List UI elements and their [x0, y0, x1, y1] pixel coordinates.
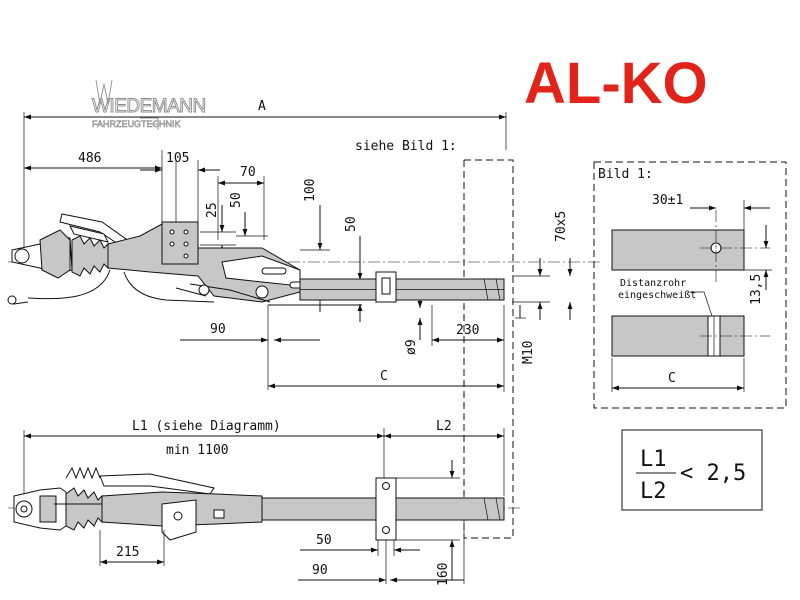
dimension-m10-label: M10 [521, 341, 536, 364]
dimension-70x5: 70x5 [512, 211, 573, 320]
dimension-160-label: 160 [436, 563, 451, 586]
formula-denominator: L2 [640, 479, 667, 504]
dimension-70: 70 [217, 165, 265, 240]
dimension-90-top: 90 [180, 305, 320, 390]
dimension-160: 160 [396, 460, 460, 586]
detail-dimension-c: C [668, 371, 676, 386]
dimension-c-top-label: C [380, 369, 388, 384]
dimension-90-top-label: 90 [210, 322, 226, 337]
dimension-50-mid-label: 50 [344, 216, 359, 232]
dimension-a: A [23, 99, 507, 262]
dimension-a-label: A [258, 99, 266, 114]
see-picture-label: siehe Bild 1: [355, 139, 457, 154]
dimension-50-mid: 50 [344, 216, 378, 322]
detail-picture-1: Bild 1: 30±1 13,5 Distanzrohr eingeschwe… [593, 161, 787, 409]
dimension-215: 215 [99, 530, 165, 566]
dimension-100-label: 100 [303, 179, 318, 202]
dimension-c-top: C [268, 346, 505, 392]
dimension-230-label: 230 [456, 323, 479, 338]
dimension-m10: M10 [515, 305, 536, 364]
dimension-l1: L1 (siehe Diagramm) min 1100 L2 [23, 419, 505, 500]
wiedemann-logo-subtext: FAHRZEUGTECHNIK [92, 119, 181, 129]
dimension-70x5-label: 70x5 [554, 211, 569, 242]
dimension-50-bottom-label: 50 [316, 533, 332, 548]
coupling-top-view [7, 159, 600, 539]
detail-note-line1: Distanzrohr [620, 278, 686, 289]
wiedemann-logo-text: WIEDEMANN [92, 96, 206, 117]
wiedemann-logo: WIEDEMANN FAHRZEUGTECHNIK [92, 79, 207, 130]
dimension-486-label: 486 [78, 151, 101, 166]
dimension-phi9-label: ø9 [404, 339, 419, 355]
coupling-bottom-view [8, 466, 520, 541]
detail-note-line2: eingeschweißt [618, 290, 696, 301]
dimension-230: 230 [431, 305, 505, 346]
ratio-formula: L1 L2 < 2,5 [621, 429, 763, 511]
dimension-min-label: min 1100 [166, 443, 229, 458]
dimension-l1-label: L1 (siehe Diagramm) [132, 419, 281, 434]
dimension-215-label: 215 [116, 545, 139, 560]
dimension-l2-label: L2 [436, 419, 452, 434]
detail-dimension-30: 30±1 [652, 193, 683, 208]
dimension-90-bottom-label: 90 [312, 563, 328, 578]
formula-relation: < 2,5 [680, 461, 746, 486]
dimension-90-bottom: 90 [298, 520, 465, 584]
dimension-105-label: 105 [166, 151, 189, 166]
dimension-100: 100 [300, 179, 330, 312]
detail-title: Bild 1: [598, 167, 653, 182]
dimension-50-bottom: 50 [300, 533, 420, 556]
dimension-50-upper-label: 50 [229, 192, 244, 208]
alko-logo: AL-KO [524, 51, 708, 116]
dimension-25-label: 25 [205, 202, 220, 218]
dimension-50-upper: 50 [229, 192, 268, 270]
formula-numerator: L1 [640, 447, 667, 472]
detail-dimension-13-5: 13,5 [749, 274, 764, 305]
dimension-70-label: 70 [240, 165, 256, 180]
